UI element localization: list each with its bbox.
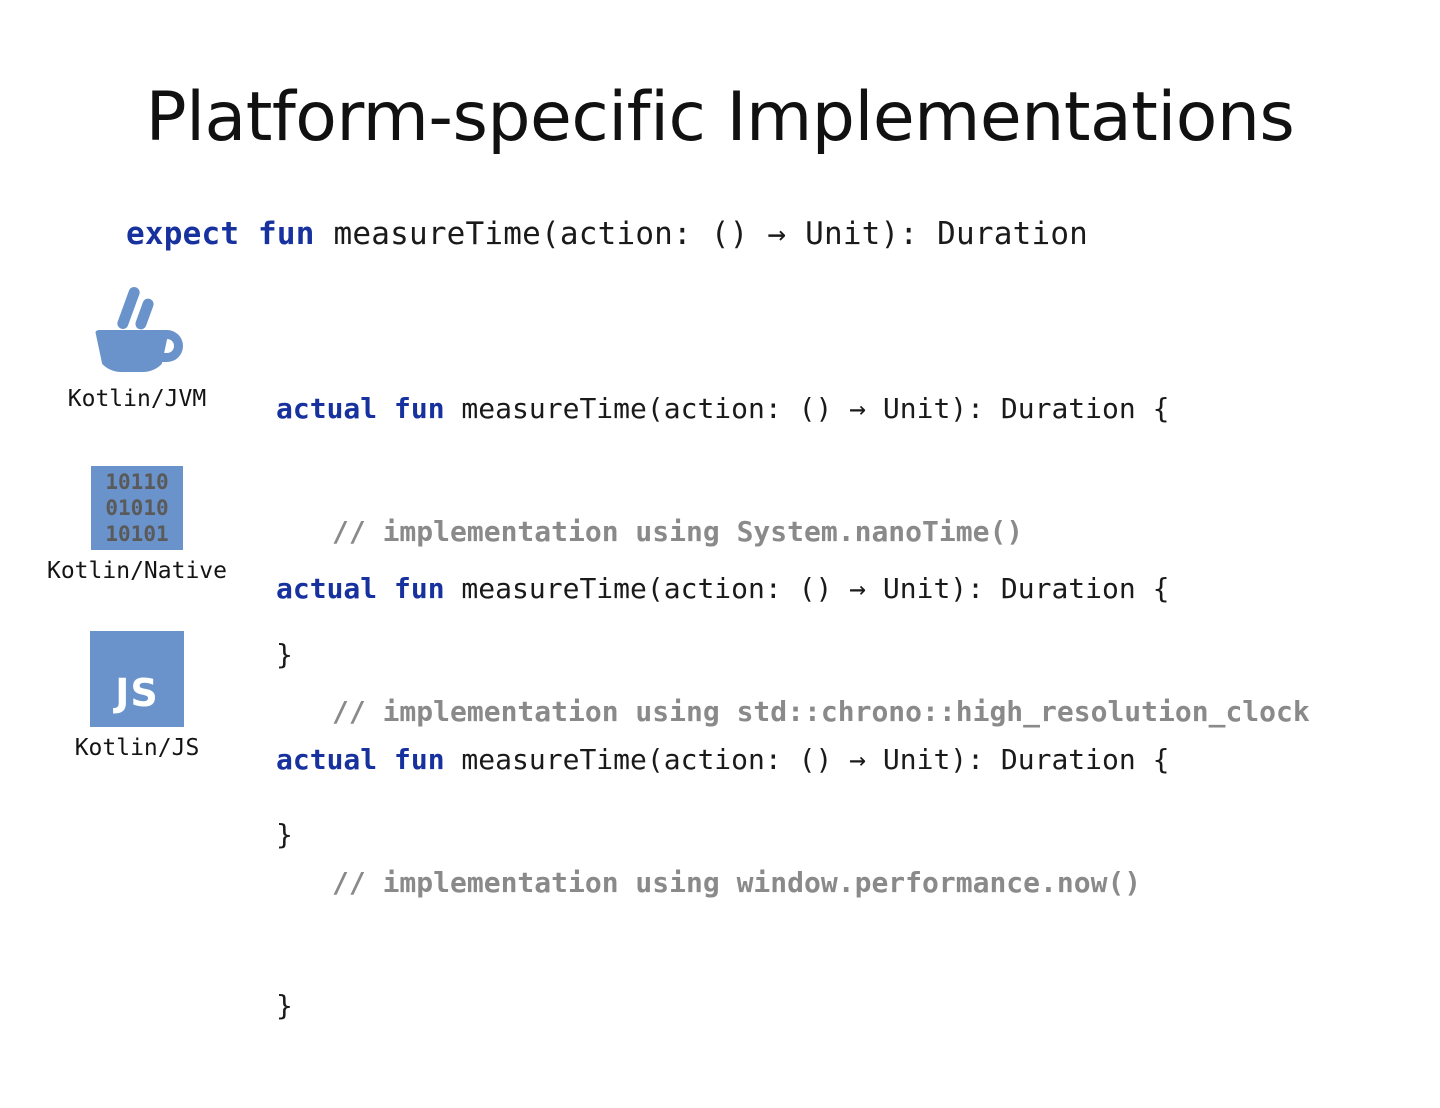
binary-square-icon: 10110 01010 10101 — [91, 466, 183, 550]
platform-label-native: Kotlin/Native — [46, 558, 227, 584]
code-block-js: actual fun measureTime(action: () → Unit… — [276, 657, 1169, 1108]
steam-wisp-right-icon — [133, 297, 156, 331]
js-icon-label: JS — [115, 671, 159, 715]
code-line-signature: actual fun measureTime(action: () → Unit… — [276, 388, 1169, 429]
platform-row-jvm: Kotlin/JVM actual fun measureTime(action… — [0, 278, 1440, 671]
function-signature: measureTime(action: () → Unit): Duration… — [444, 743, 1170, 776]
actual-keyword: actual fun — [276, 743, 445, 776]
code-line-signature: actual fun measureTime(action: () → Unit… — [276, 568, 1310, 609]
binary-row-2: 01010 — [105, 496, 169, 520]
platform-row-native: 10110 01010 10101 Kotlin/Native actual f… — [0, 458, 1440, 851]
platform-badge-js: JS Kotlin/JS — [28, 629, 246, 761]
platform-badge-jvm: Kotlin/JVM — [28, 278, 246, 412]
expect-signature: measureTime(action: () → Unit): Duration — [314, 216, 1089, 252]
code-block-jvm: actual fun measureTime(action: () → Unit… — [276, 306, 1169, 757]
code-line-comment: // implementation using std::chrono::hig… — [276, 691, 1310, 732]
code-line-closing-brace: } — [276, 989, 293, 1022]
binary-row-3: 10101 — [105, 522, 169, 546]
platform-label-jvm: Kotlin/JVM — [67, 386, 207, 412]
platform-row-js: JS Kotlin/JS actual fun measureTime(acti… — [0, 629, 1440, 1022]
coffee-cup-icon — [87, 278, 187, 378]
code-block-native: actual fun measureTime(action: () → Unit… — [276, 486, 1310, 937]
expect-declaration: expect fun measureTime(action: () → Unit… — [126, 216, 1088, 252]
js-square-icon: JS — [90, 631, 184, 727]
platform-label-js: Kotlin/JS — [74, 735, 200, 761]
function-signature: measureTime(action: () → Unit): Duration… — [444, 392, 1170, 425]
implementation-comment: // implementation using std::chrono::hig… — [332, 695, 1310, 728]
platform-badge-native: 10110 01010 10101 Kotlin/Native — [28, 458, 246, 584]
function-signature: measureTime(action: () → Unit): Duration… — [444, 572, 1170, 605]
cup-body-icon — [95, 330, 169, 372]
expect-keyword: expect fun — [126, 216, 315, 252]
actual-keyword: actual fun — [276, 392, 445, 425]
code-line-closing-brace: } — [276, 638, 293, 671]
implementation-comment: // implementation using window.performan… — [332, 866, 1142, 899]
code-line-comment: // implementation using System.nanoTime(… — [276, 511, 1169, 552]
code-line-comment: // implementation using window.performan… — [276, 862, 1169, 903]
implementation-comment: // implementation using System.nanoTime(… — [332, 515, 1024, 548]
code-line-signature: actual fun measureTime(action: () → Unit… — [276, 739, 1169, 780]
binary-row-1: 10110 — [105, 470, 169, 494]
page-title: Platform-specific Implementations — [145, 78, 1295, 157]
actual-keyword: actual fun — [276, 572, 445, 605]
